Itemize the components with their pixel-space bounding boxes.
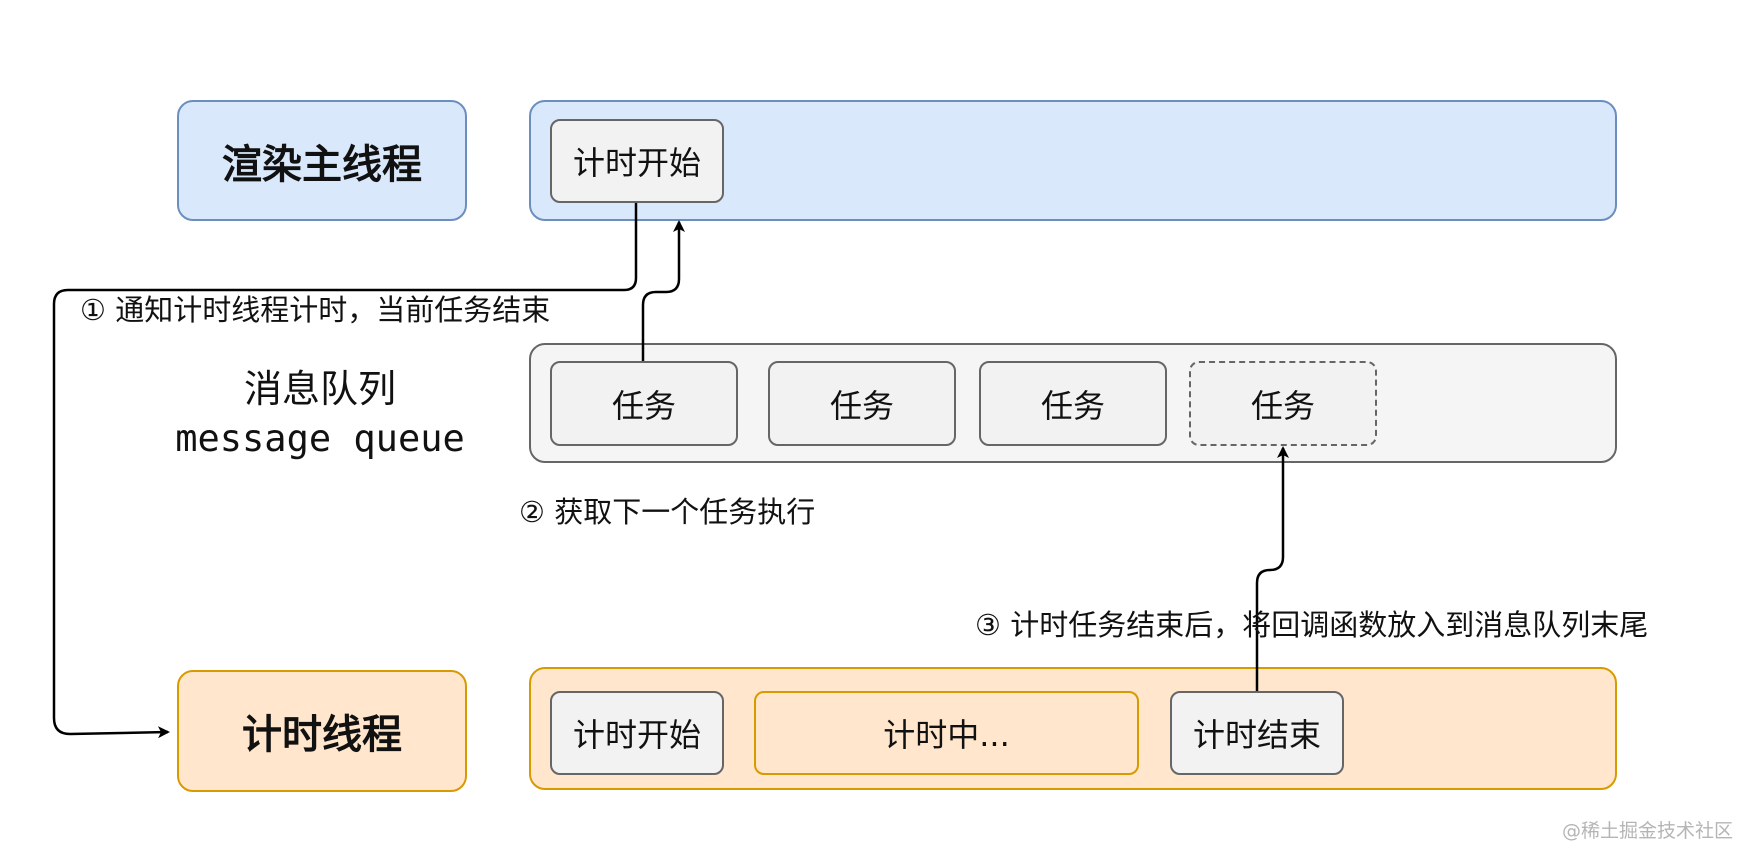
arrow-notify-timer xyxy=(52,203,638,739)
queue-task-2: 任务 xyxy=(768,361,956,446)
timer-task-running-text: 计时中... xyxy=(883,716,1010,754)
queue-task-3-text: 任务 xyxy=(1040,386,1105,425)
message-queue-label-en: message queue xyxy=(175,417,465,460)
step1-note: ① 通知计时线程计时，当前任务结束 xyxy=(80,293,551,327)
arrow-fetch-next-task xyxy=(641,220,685,361)
step3-note: ③ 计时任务结束后，将回调函数放入到消息队列末尾 xyxy=(975,608,1649,642)
queue-task-2-text: 任务 xyxy=(829,386,894,425)
timer-task-end: 计时结束 xyxy=(1170,691,1344,775)
timer-task-end-text: 计时结束 xyxy=(1192,716,1321,754)
render-task-timer-start: 计时开始 xyxy=(550,119,724,203)
queue-task-1: 任务 xyxy=(550,361,738,446)
timer-task-running: 计时中... xyxy=(754,691,1139,775)
render-thread-label-text: 渲染主线程 xyxy=(222,141,422,188)
render-thread-label: 渲染主线程 xyxy=(177,100,467,221)
timer-thread-label-text: 计时线程 xyxy=(242,712,402,758)
message-queue-label: 消息队列 message queue xyxy=(140,364,500,464)
queue-task-3: 任务 xyxy=(979,361,1167,446)
timer-task-start-text: 计时开始 xyxy=(572,716,701,754)
timer-thread-label: 计时线程 xyxy=(177,670,467,792)
step2-note: ② 获取下一个任务执行 xyxy=(519,495,816,529)
queue-task-new: 任务 xyxy=(1189,361,1377,446)
message-queue-label-cn: 消息队列 xyxy=(243,367,396,411)
timer-task-start: 计时开始 xyxy=(550,691,724,775)
render-task-timer-start-text: 计时开始 xyxy=(572,144,701,182)
watermark: @稀土掘金技术社区 xyxy=(1561,820,1733,842)
arrow-callback-to-queue xyxy=(1255,446,1289,691)
queue-task-1-text: 任务 xyxy=(611,386,676,425)
queue-task-new-text: 任务 xyxy=(1250,386,1315,425)
